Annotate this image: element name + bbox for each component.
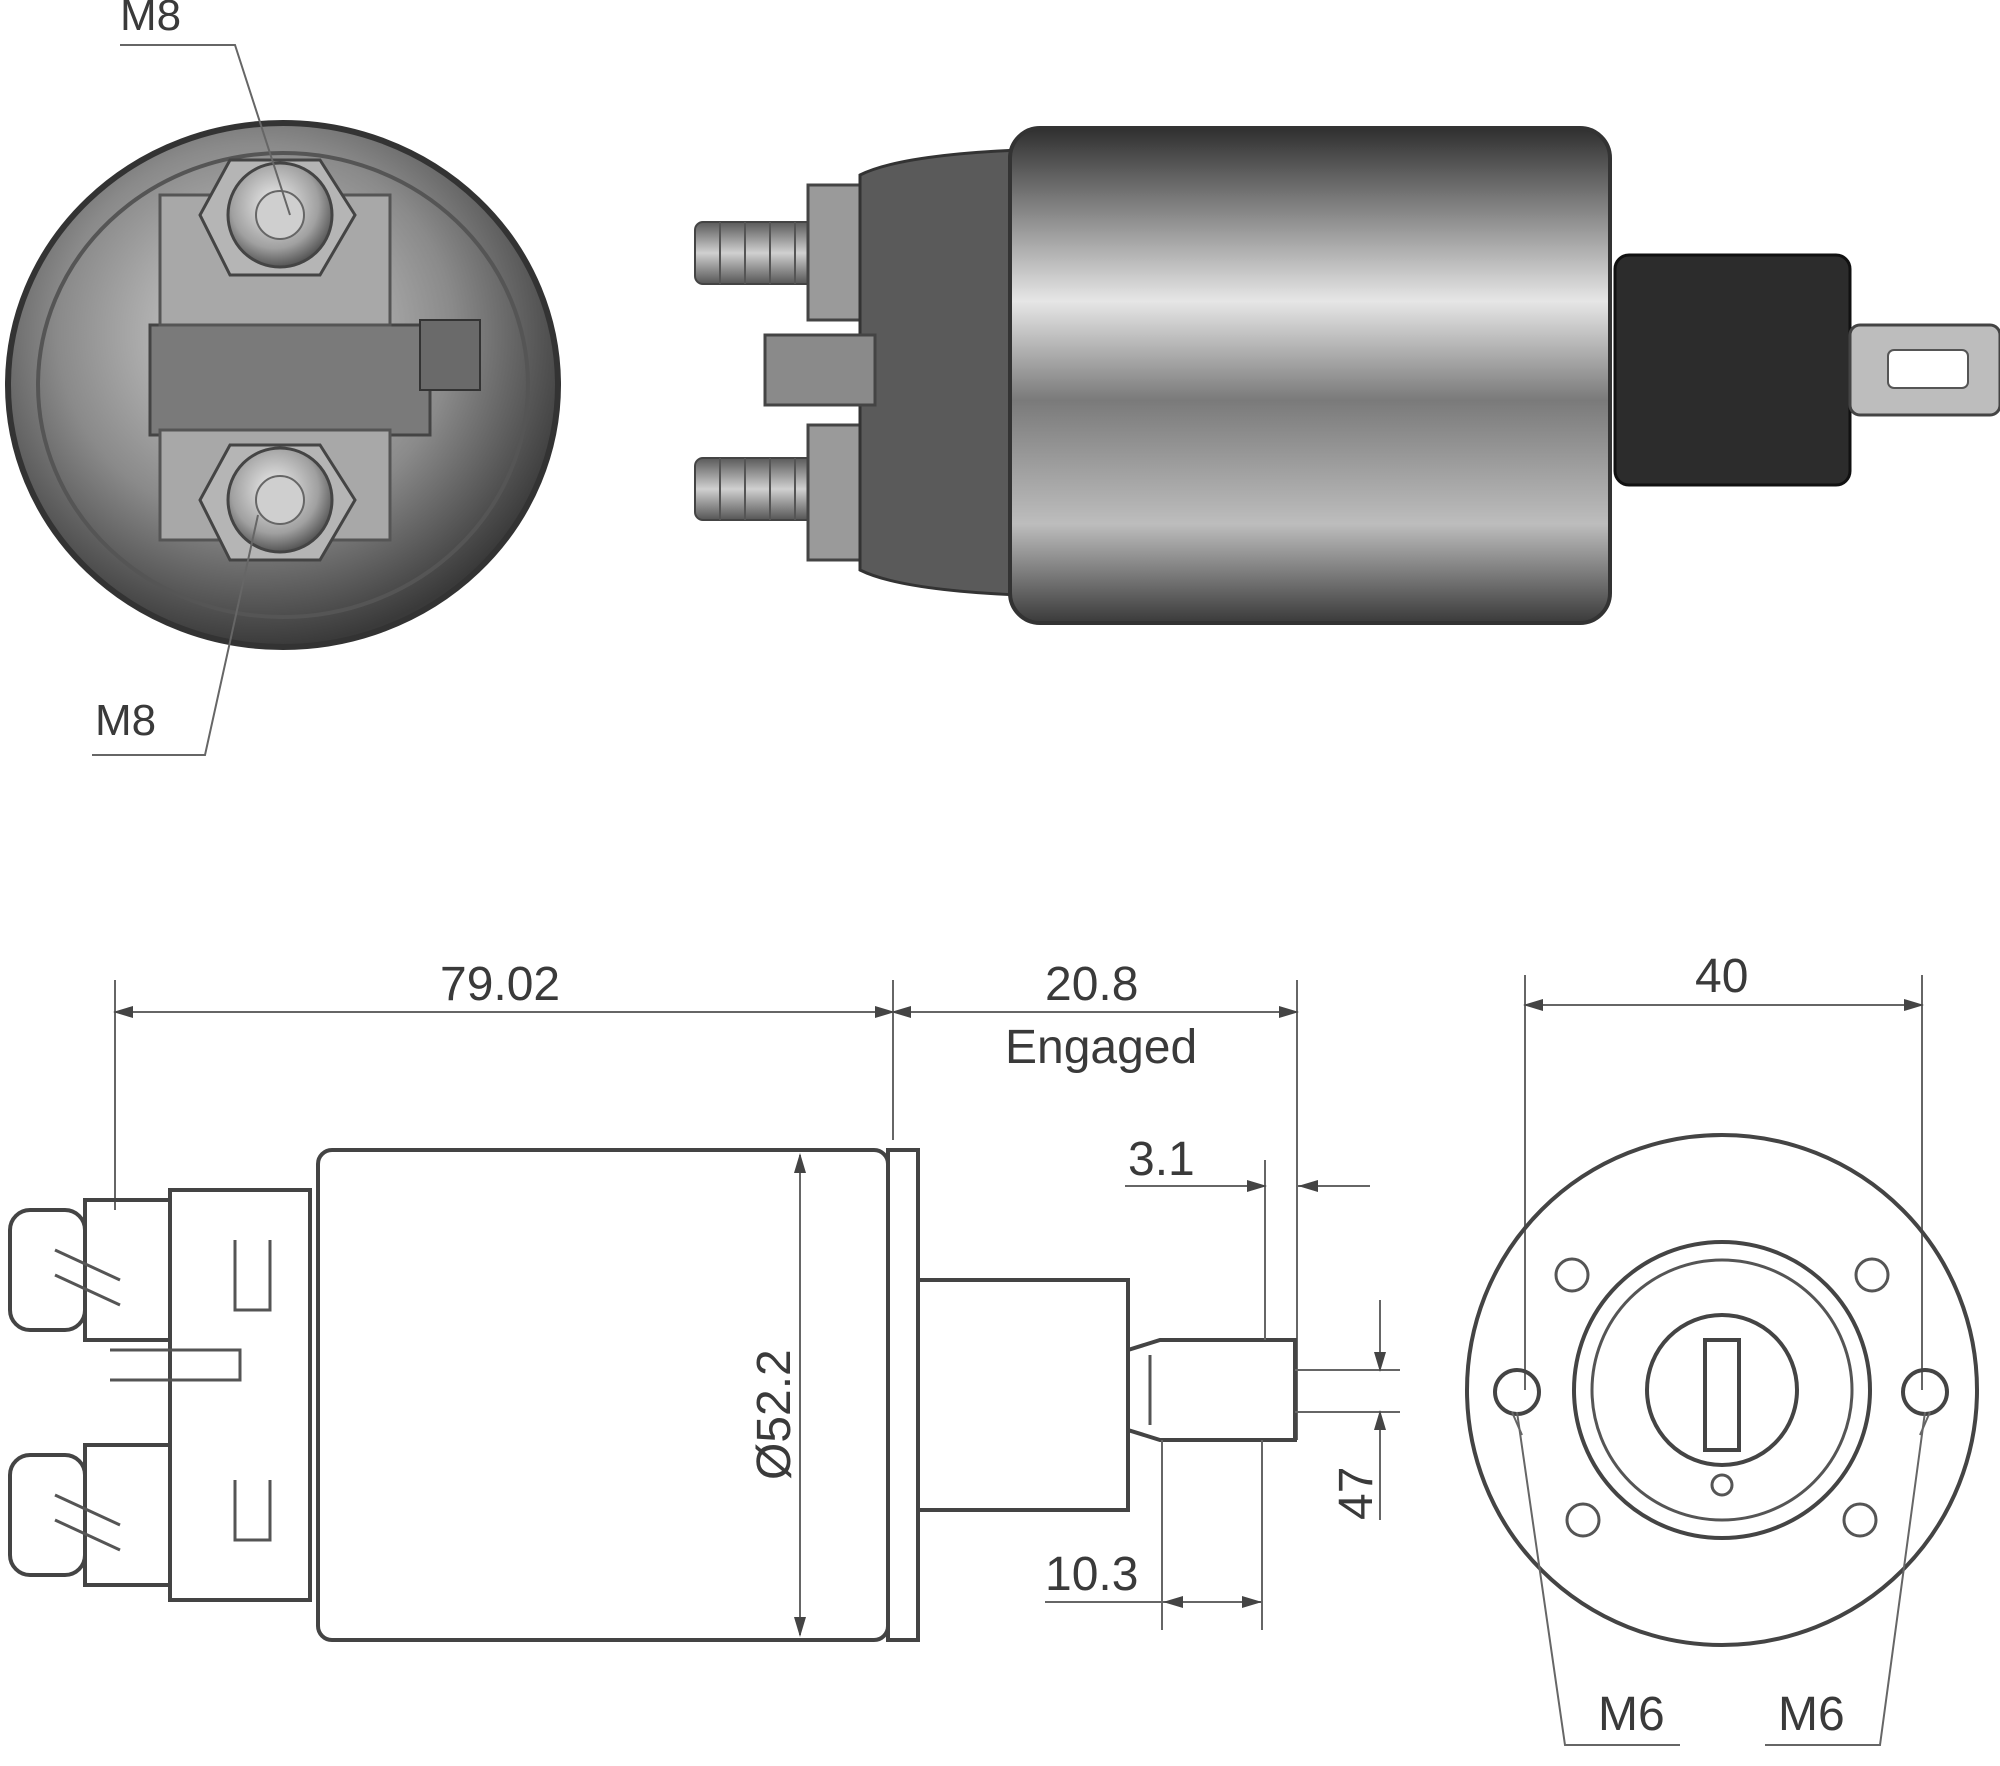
right-mount-hole — [1901, 1368, 1949, 1416]
mounting-flange — [886, 1148, 920, 1642]
flange-drawing: 40 M6 M6 — [1465, 950, 1979, 1746]
lower-terminal-nut — [8, 1453, 87, 1577]
bottom-thread-label: M8 — [95, 696, 156, 745]
inner-ring — [1572, 1240, 1872, 1540]
body-diameter-dim: Ø52.2 — [748, 1349, 801, 1480]
body-length-dim: 79.02 — [440, 958, 560, 1011]
side-view-photo — [694, 126, 2000, 625]
terminal-cap — [168, 1188, 312, 1602]
solenoid-body — [1008, 126, 1612, 625]
side-drawing: 79.02 20.8 Engaged Ø52.2 — [8, 958, 1400, 1642]
upper-terminal-nut — [8, 1208, 87, 1332]
left-mount-thread: M6 — [1598, 1688, 1665, 1741]
drawing-body — [316, 1148, 890, 1642]
plunger-slot — [1703, 1338, 1741, 1452]
flange-outline — [1465, 1133, 1979, 1647]
drawing-plunger — [1126, 1338, 1297, 1442]
control-terminal — [419, 319, 481, 391]
rubber-boot — [1613, 253, 1852, 487]
terminal-bridge — [148, 323, 432, 437]
engaged-travel-dim: 20.8 — [1045, 958, 1138, 1011]
side-cap — [858, 148, 1022, 597]
side-control-tab — [763, 333, 877, 407]
end-view-photo: M8 M8 — [5, 0, 561, 756]
plunger-offset-dim: 10.3 — [1045, 1548, 1138, 1601]
slot-dim: 47 — [1330, 1467, 1383, 1520]
lower-stud — [694, 457, 826, 521]
tab-offset-dim: 3.1 — [1128, 1133, 1195, 1186]
left-mount-hole — [1493, 1368, 1541, 1416]
plunger-bore — [1645, 1313, 1799, 1467]
top-thread-label: M8 — [120, 0, 181, 40]
engaged-label: Engaged — [1005, 1021, 1197, 1074]
rear-housing — [916, 1278, 1130, 1512]
right-mount-thread: M6 — [1778, 1688, 1845, 1741]
flange-width-dim: 40 — [1695, 950, 1748, 1003]
upper-stud — [694, 221, 826, 285]
